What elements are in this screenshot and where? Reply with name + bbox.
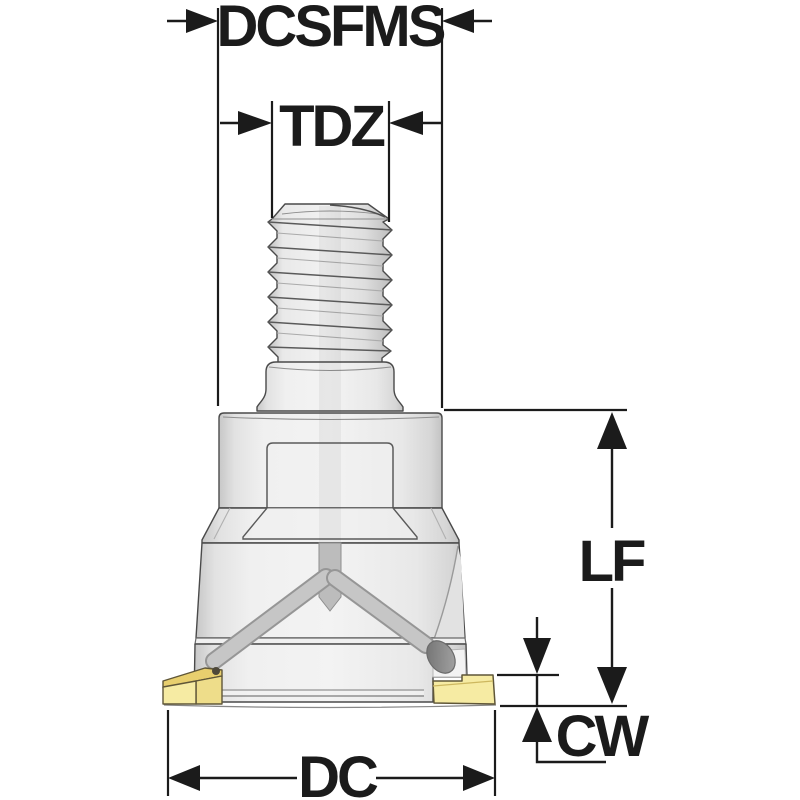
dim-tdz: TDZ [220, 94, 442, 222]
insert-right-body [432, 674, 496, 705]
dim-lf: LF [444, 408, 648, 708]
cw-label: CW [556, 704, 650, 769]
head-groove-band [199, 691, 424, 695]
cw-arrowhead-down [523, 638, 551, 674]
dimensions: DCSFMS TDZ LF [166, 0, 653, 800]
insert-right [432, 674, 496, 705]
thread-crest-lines [267, 221, 393, 352]
center-channel-band [319, 206, 341, 543]
dim-cw: CW [497, 617, 653, 769]
insert-left-notch [212, 667, 220, 675]
insert-left-clamp [195, 675, 223, 705]
thread-root-lines [276, 232, 384, 342]
tdz-arrowhead-right [389, 111, 423, 135]
tdz-arrowhead-left [238, 111, 272, 135]
tdz-label: TDZ [279, 94, 384, 159]
insert-left [162, 667, 223, 705]
dim-dc: DC [166, 710, 497, 800]
dcsfms-arrowhead-right [442, 9, 474, 33]
insert-recess-shade [430, 546, 465, 650]
dc-arrowhead-right [463, 765, 495, 791]
drive-pocket-lower [242, 507, 418, 540]
dim-dcsfms: DCSFMS [167, 0, 492, 408]
flute-left [207, 570, 333, 668]
mount-hole [426, 640, 456, 674]
lf-arrowhead-down [597, 667, 627, 704]
lf-label: LF [579, 529, 645, 594]
lf-arrowhead-up [597, 412, 627, 449]
dc-arrowhead-left [168, 765, 200, 791]
flute-right [328, 571, 433, 652]
dc-label: DC [298, 745, 378, 800]
threaded-shank [267, 203, 393, 364]
shank-collar [256, 361, 404, 412]
flutes [205, 542, 456, 674]
cw-arrowhead-up [522, 707, 552, 742]
drive-pocket-upper [266, 442, 394, 508]
tool-drawing [162, 203, 497, 709]
tool-body-upper [218, 412, 443, 509]
dcsfms-label: DCSFMS [217, 0, 445, 59]
bottom-edge [163, 704, 497, 709]
insert-left-face [162, 680, 197, 705]
dcsfms-arrowhead-left [186, 9, 218, 33]
